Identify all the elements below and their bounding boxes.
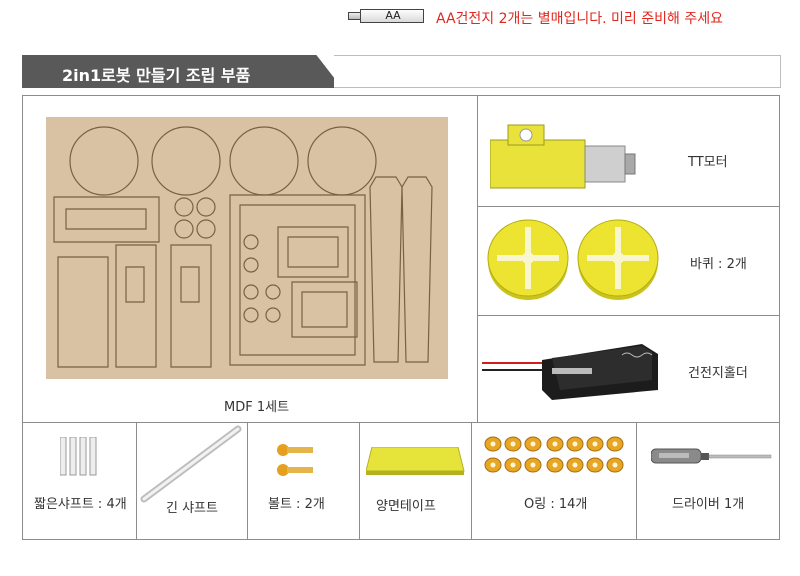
label-wheel: 바퀴 : 2개 — [690, 257, 747, 272]
mdf-parts-drawing — [53, 126, 433, 368]
cell-bolt — [247, 422, 360, 540]
battery-label: AA — [385, 9, 401, 22]
short-shaft-icon — [60, 437, 97, 476]
cell-driver — [636, 422, 780, 540]
screwdriver-icon — [651, 448, 772, 464]
label-long-shaft: 긴 샤프트 — [166, 501, 218, 516]
notice-text: AA건전지 2개는 별매입니다. 미리 준비해 주세요 — [436, 11, 723, 27]
tt-motor-icon — [490, 124, 636, 189]
battery-holder-icon — [482, 344, 658, 400]
label-bolt: 볼트 : 2개 — [268, 497, 325, 512]
label-tape: 양면테이프 — [376, 499, 436, 514]
bolt-icon — [277, 444, 313, 476]
label-battery-holder: 건전지홀더 — [688, 366, 748, 381]
label-mdf: MDF 1세트 — [224, 400, 290, 415]
page-title: 2in1로봇 만들기 조립 부품 — [62, 66, 251, 85]
long-shaft-icon — [140, 425, 242, 503]
title-tab — [22, 55, 342, 88]
aa-battery-icon: AA — [348, 9, 426, 23]
oring-icon — [484, 436, 624, 473]
wheel-icon — [487, 219, 659, 300]
cell-long-shaft — [136, 422, 248, 540]
notice-box — [334, 55, 781, 88]
label-short-shaft: 짧은샤프트 : 4개 — [34, 497, 127, 512]
label-tt-motor: TT모터 — [688, 155, 728, 170]
mdf-board-image — [46, 117, 448, 379]
label-driver: 드라이버 1개 — [672, 497, 745, 512]
cell-tape — [359, 422, 472, 540]
tape-icon — [366, 447, 465, 475]
label-oring: O링 : 14개 — [524, 497, 588, 512]
header: 2in1로봇 만들기 조립 부품 — [22, 55, 781, 88]
